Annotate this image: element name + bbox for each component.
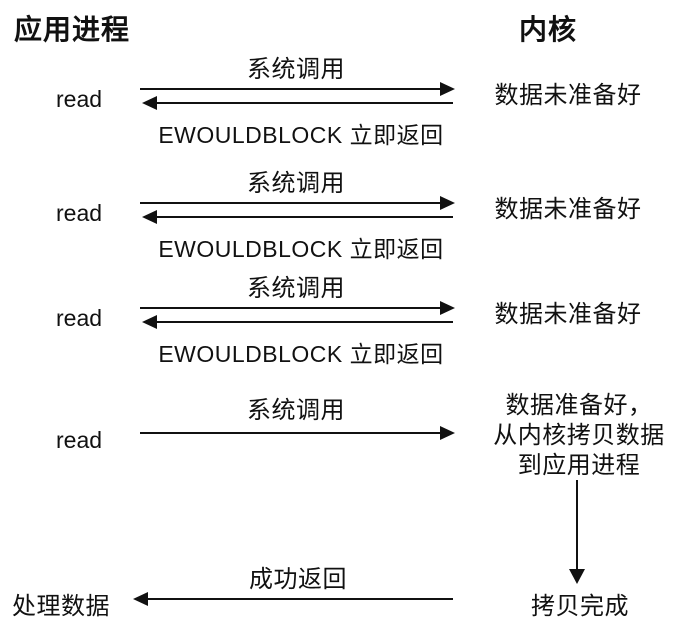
read-call-label: read: [56, 427, 103, 453]
process-data-label: 处理数据: [12, 593, 110, 617]
syscall-label: 系统调用: [247, 397, 345, 424]
data-ready-line-3: 到应用进程: [517, 452, 641, 479]
ewouldblock-return-label: EWOULDBLOCK 立即返回: [158, 236, 444, 262]
syscall-arrow-icon: [140, 426, 455, 440]
read-call-label: read: [56, 200, 103, 226]
syscall-label: 系统调用: [247, 56, 345, 83]
syscall-label: 系统调用: [247, 170, 345, 197]
ewouldblock-return-label: EWOULDBLOCK 立即返回: [158, 122, 444, 148]
data-ready-copy-label: 数据准备好， 从内核拷贝数据 到应用进程: [493, 391, 665, 481]
syscall-arrow-icon: [140, 196, 455, 210]
app-process-column-title: 应用进程: [14, 14, 131, 45]
success-return-label: 成功返回: [249, 566, 347, 593]
data-not-ready-label: 数据未准备好: [494, 301, 642, 328]
read-call-label: read: [56, 86, 103, 112]
ewouldblock-return-arrow-icon: [142, 96, 453, 110]
data-ready-line-2: 从内核拷贝数据: [493, 422, 665, 449]
copy-complete-label: 拷贝完成: [531, 593, 629, 617]
copy-data-down-arrow-icon: [569, 480, 585, 584]
data-not-ready-label: 数据未准备好: [494, 196, 642, 223]
ewouldblock-return-arrow-icon: [142, 210, 453, 224]
syscall-arrow-icon: [140, 301, 455, 315]
syscall-arrow-icon: [140, 82, 455, 96]
ewouldblock-return-label: EWOULDBLOCK 立即返回: [158, 341, 444, 367]
data-ready-line-1: 数据准备好，: [505, 392, 653, 419]
read-call-label: read: [56, 305, 103, 331]
data-not-ready-label: 数据未准备好: [494, 82, 642, 109]
syscall-label: 系统调用: [247, 275, 345, 302]
ewouldblock-return-arrow-icon: [142, 315, 453, 329]
kernel-column-title: 内核: [518, 14, 578, 45]
success-return-arrow-icon: [133, 592, 453, 606]
